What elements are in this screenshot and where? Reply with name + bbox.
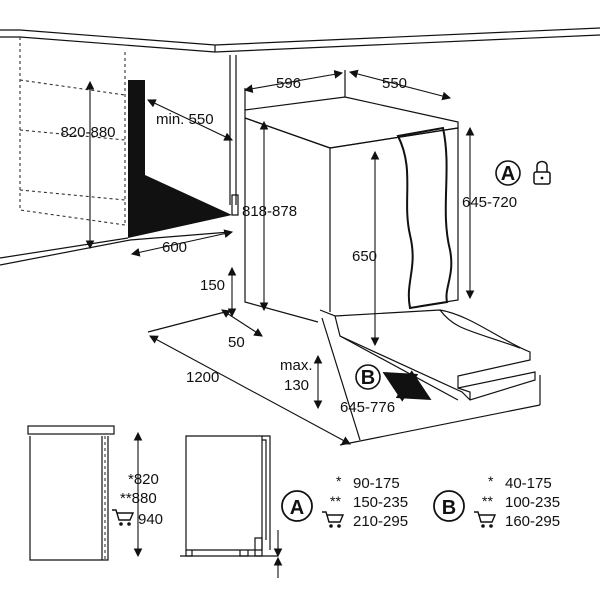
mark-a-bottom: A [290, 497, 304, 519]
mark-b-bottom: B [442, 497, 456, 519]
b-value-1: 40-175 [505, 475, 552, 492]
b-value-2: 100-235 [505, 494, 560, 511]
niche-depth-label: 600 [162, 239, 187, 256]
height-940-label: 940 [138, 511, 163, 528]
height-820-label: *820 [128, 471, 159, 488]
dishwasher-appliance [244, 96, 536, 401]
b-star-2: ** [482, 493, 493, 509]
niche-wall [128, 80, 232, 238]
max-value: 130 [284, 377, 309, 394]
door-open-label: 1200 [186, 369, 219, 386]
cabinet-niche [0, 27, 600, 266]
width-label: 596 [276, 75, 301, 92]
lock-icon [533, 160, 551, 185]
shopping-cart-icon [111, 509, 134, 527]
side-view-left [27, 425, 115, 561]
a-star-2: ** [330, 493, 341, 509]
mark-b-top: B [361, 367, 375, 389]
plinth-depth-label: 50 [228, 334, 245, 351]
side-view-right [180, 435, 278, 557]
height-880-label: **880 [120, 490, 157, 507]
shopping-cart-icon [473, 511, 496, 529]
niche-height-label: 818-878 [242, 203, 297, 220]
b-value-3: 160-295 [505, 513, 560, 530]
plinth-height-label: 150 [200, 277, 225, 294]
shopping-cart-icon [321, 511, 344, 529]
b-star-1: * [488, 473, 494, 489]
depth-label: 550 [382, 75, 407, 92]
a-value-1: 90-175 [353, 475, 400, 492]
a-star-1: * [336, 473, 342, 489]
max-label: max. [280, 357, 313, 374]
door-height-label: 650 [352, 248, 377, 265]
cabinet-height-label: 820-880 [60, 124, 115, 141]
mark-a-top: A [501, 163, 515, 185]
b-range-label: 645-776 [340, 399, 395, 416]
min-depth-label: min. 550 [156, 111, 214, 128]
a-value-2: 150-235 [353, 494, 408, 511]
a-value-3: 210-295 [353, 513, 408, 530]
adjust-height-label: 645-720 [462, 194, 517, 211]
